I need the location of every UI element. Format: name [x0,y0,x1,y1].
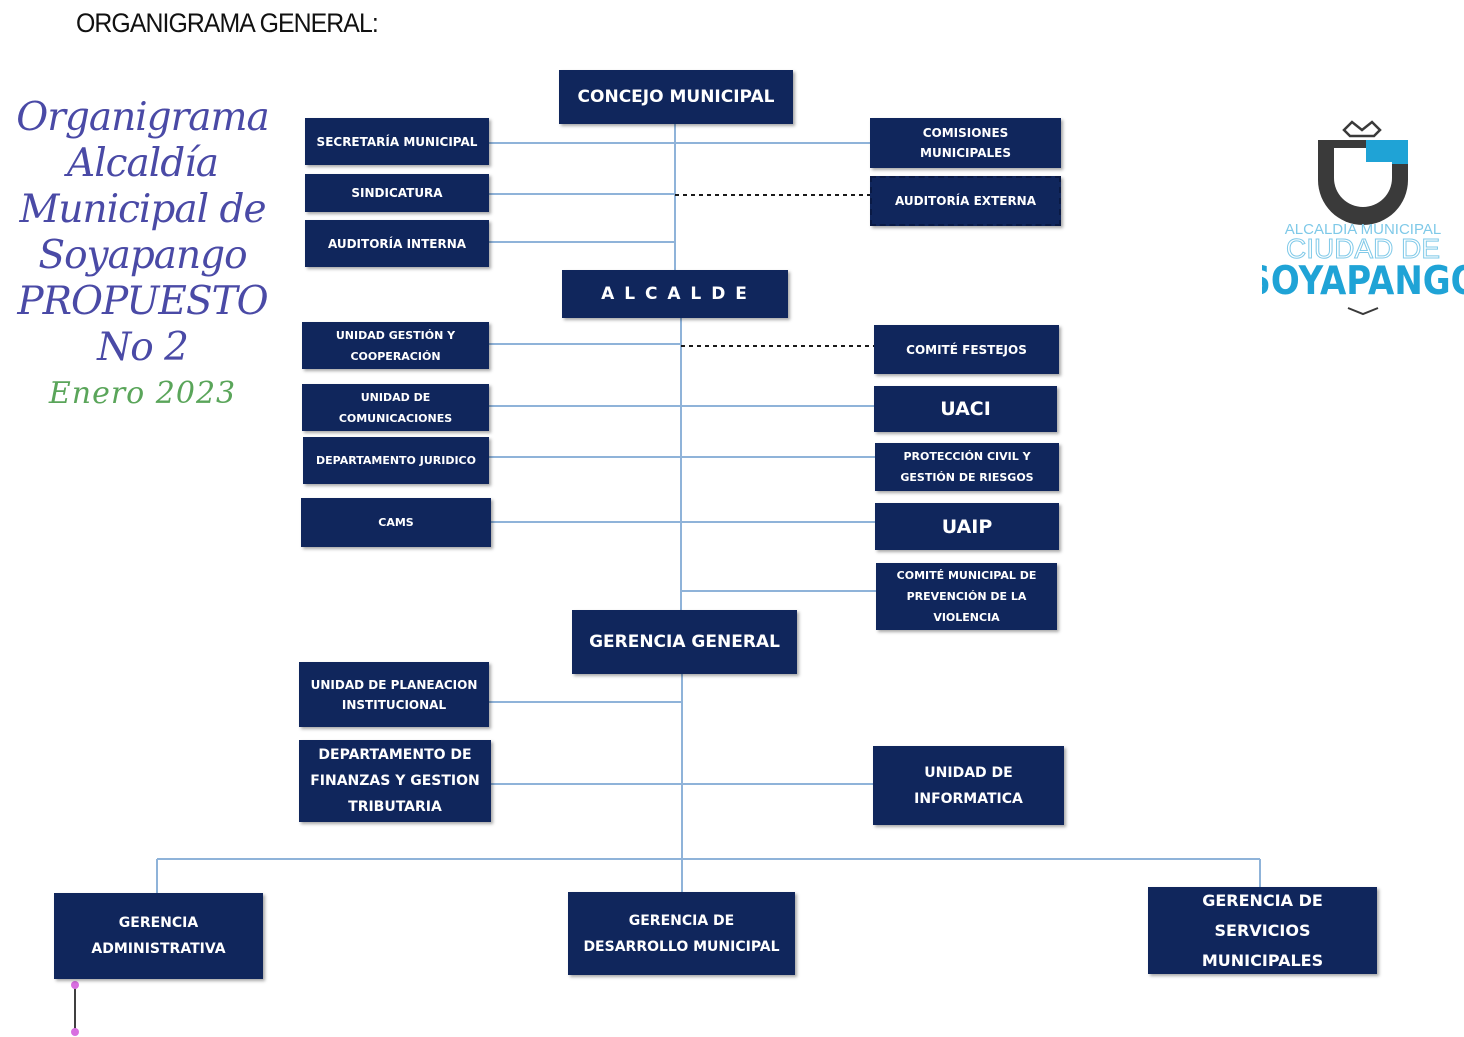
node-uaci: UACI [874,386,1057,432]
node-departamento-juridico: DEPARTAMENTO JURIDICO [303,437,489,484]
organigram-title: Organigrama Alcaldía Municipal de Soyapa… [0,95,285,413]
logo-line-1: ALCALDIA MUNICIPAL [1285,221,1441,238]
title-date: Enero 2023 [48,376,237,411]
node-cams: CAMS [301,498,491,547]
node-planeacion-institucional: UNIDAD DE PLANEACION INSTITUCIONAL [299,662,489,727]
title-line: Soyapango [38,233,247,278]
selection-handle [71,1028,79,1036]
title-line: No 2 [97,325,189,370]
logo-line-2: CIUDAD DE [1286,233,1440,264]
node-gerencia-general: GERENCIA GENERAL [572,610,797,674]
node-unidad-gestion: UNIDAD GESTIÓN Y COOPERACIÓN [302,322,489,369]
node-finanzas-tributaria: DEPARTAMENTO DE FINANZAS Y GESTION TRIBU… [299,740,491,822]
node-uaip: UAIP [875,503,1059,550]
title-line: Municipal de [19,187,266,232]
node-secretaria-municipal: SECRETARÍA MUNICIPAL [305,118,489,165]
title-line: Organigrama [16,95,270,140]
node-proteccion-civil: PROTECCIÓN CIVIL Y GESTIÓN DE RIESGOS [875,443,1059,491]
node-auditoria-interna: AUDITORÍA INTERNA [305,220,489,267]
node-auditoria-externa: AUDITORÍA EXTERNA [870,176,1061,226]
selection-handle [71,981,79,989]
title-line: Alcaldía [67,141,219,186]
page-heading: ORGANIGRAMA GENERAL: [76,8,379,38]
soyapango-logo: ALCALDIA MUNICIPAL CIUDAD DE SOYAPANGO [1246,118,1464,318]
node-alcalde: A L C A L D E [562,270,788,318]
node-gerencia-administrativa: GERENCIA ADMINISTRATIVA [54,893,263,979]
node-comite-festejos: COMITÉ FESTEJOS [874,325,1059,374]
node-comisiones-municipales: COMISIONES MUNICIPALES [870,118,1061,168]
logo-line-3: SOYAPANGO [1262,258,1464,304]
shield-logo-icon: ALCALDIA MUNICIPAL CIUDAD DE SOYAPANGO [1246,120,1464,316]
node-gerencia-servicios: GERENCIA DE SERVICIOS MUNICIPALES [1148,887,1377,974]
node-gerencia-desarrollo: GERENCIA DE DESARROLLO MUNICIPAL [568,892,795,975]
node-unidad-comunicaciones: UNIDAD DE COMUNICACIONES [302,384,489,431]
title-line: PROPUESTO [17,279,268,324]
node-comite-violencia: COMITÉ MUNICIPAL DE PREVENCIÓN DE LA VIO… [876,563,1057,630]
node-sindicatura: SINDICATURA [305,174,489,212]
node-unidad-informatica: UNIDAD DE INFORMATICA [873,746,1064,825]
node-concejo-municipal: CONCEJO MUNICIPAL [559,70,793,124]
